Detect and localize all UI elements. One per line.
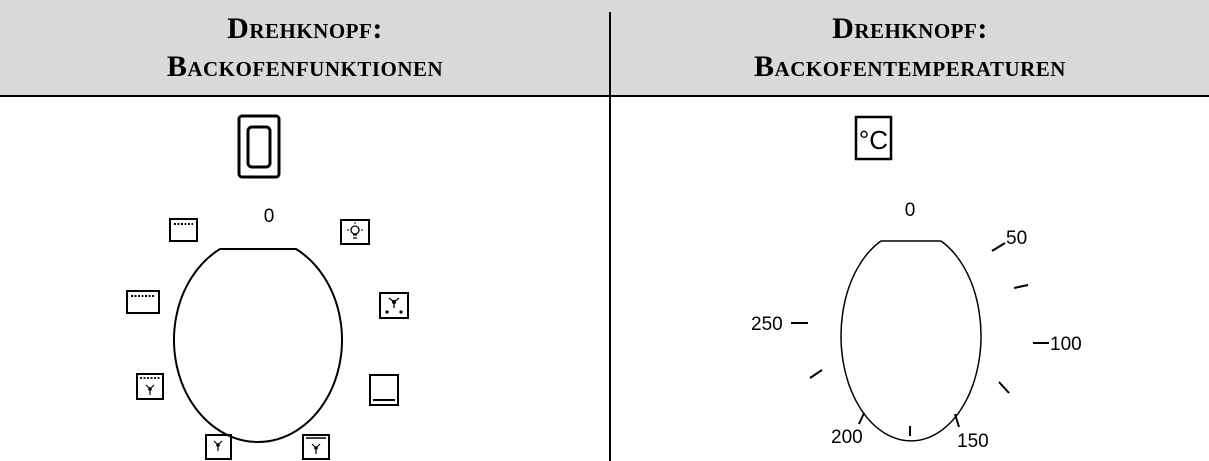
function-knob-outline [173, 248, 343, 443]
temp-label-250: 250 [751, 314, 783, 335]
temp-label-200: 200 [831, 427, 863, 448]
header-function-knob-line1: Drehknopf: [227, 11, 383, 45]
temperature-knob-diagram: °C 0 50 100 150 200 250 [751, 115, 1082, 452]
temp-tick-225 [809, 369, 823, 379]
fan-icon [205, 434, 232, 460]
function-knob-diagram: 0 [126, 114, 409, 460]
temp-label-150: 150 [957, 431, 989, 452]
header-temperature-knob: Drehknopf: Backofentemperaturen [611, 0, 1209, 95]
temperature-knob-outline [840, 240, 982, 442]
celsius-symbol-label: °C [859, 125, 888, 155]
grill-fan-icon [136, 373, 164, 400]
header-temperature-knob-line1: Drehknopf: [832, 11, 988, 45]
temp-label-50: 50 [1006, 228, 1027, 249]
conventional-heat-icon [369, 374, 399, 406]
temp-tick-125 [998, 381, 1010, 394]
column-divider [609, 12, 611, 461]
header-function-knob: Drehknopf: Backofenfunktionen [0, 0, 610, 95]
header-divider [0, 95, 1209, 97]
temp-label-0: 0 [905, 200, 916, 221]
temp-tick-150 [954, 413, 960, 428]
header-function-knob-line2: Backofenfunktionen [166, 49, 444, 83]
function-zero-label: 0 [264, 206, 275, 227]
celsius-symbol-icon: °C [854, 115, 893, 161]
header-temperature-knob-line2: Backofentemperaturen [754, 49, 1066, 83]
defrost-fan-icon [379, 292, 409, 319]
top-heat-icon [169, 218, 198, 242]
temp-tick-50 [991, 242, 1006, 252]
temp-tick-200 [858, 412, 865, 425]
table-header-row: Drehknopf: Backofenfunktionen Drehknopf:… [0, 0, 1209, 95]
oven-symbol-icon [237, 114, 281, 179]
light-icon [340, 219, 370, 245]
fan-lower-heat-icon [302, 434, 330, 460]
temp-label-100: 100 [1050, 334, 1082, 355]
temp-tick-75 [1013, 284, 1029, 289]
lower-heat-icon [126, 290, 160, 314]
